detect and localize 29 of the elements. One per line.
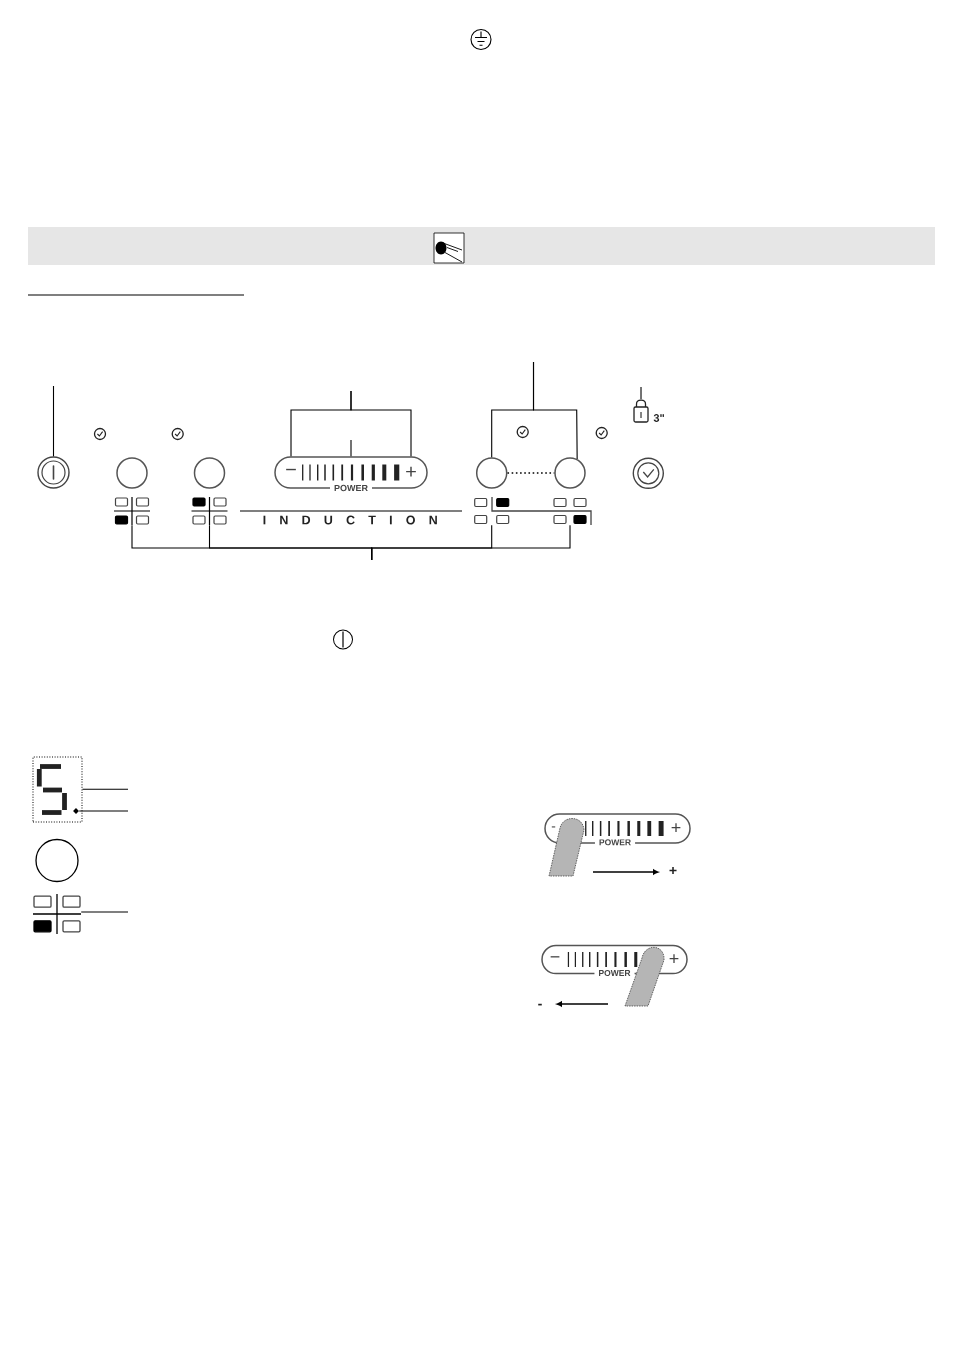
leader-line xyxy=(640,386,642,400)
lock-label: 3" xyxy=(653,414,664,422)
power-button xyxy=(37,456,70,489)
leader-line xyxy=(78,810,129,812)
plus-sign: + xyxy=(406,466,416,477)
plus-sign: + xyxy=(669,866,677,874)
zone-indicator xyxy=(113,496,151,526)
lock-icon xyxy=(633,399,649,423)
clock-button xyxy=(632,457,664,489)
leader-line xyxy=(350,439,352,457)
zone-key xyxy=(35,838,79,883)
decimal-point xyxy=(73,808,79,814)
leader-line xyxy=(52,385,55,457)
zone-indicator xyxy=(32,893,82,935)
zone-key xyxy=(193,457,226,489)
zone-indicator xyxy=(553,497,587,525)
leader-line xyxy=(81,788,129,790)
minus-sign: - xyxy=(538,1003,542,1006)
leader-line xyxy=(532,361,578,460)
zone-key xyxy=(554,457,586,489)
zone-key xyxy=(475,457,508,489)
leader-line xyxy=(371,524,571,561)
panel-label: I N D U C T I O N xyxy=(263,515,437,525)
digit-display xyxy=(32,756,83,823)
zone-indicator xyxy=(474,497,510,525)
zone-key xyxy=(116,457,148,489)
minus-sign: − xyxy=(286,468,296,471)
leader-line xyxy=(80,911,129,913)
zone-indicator xyxy=(190,496,229,526)
